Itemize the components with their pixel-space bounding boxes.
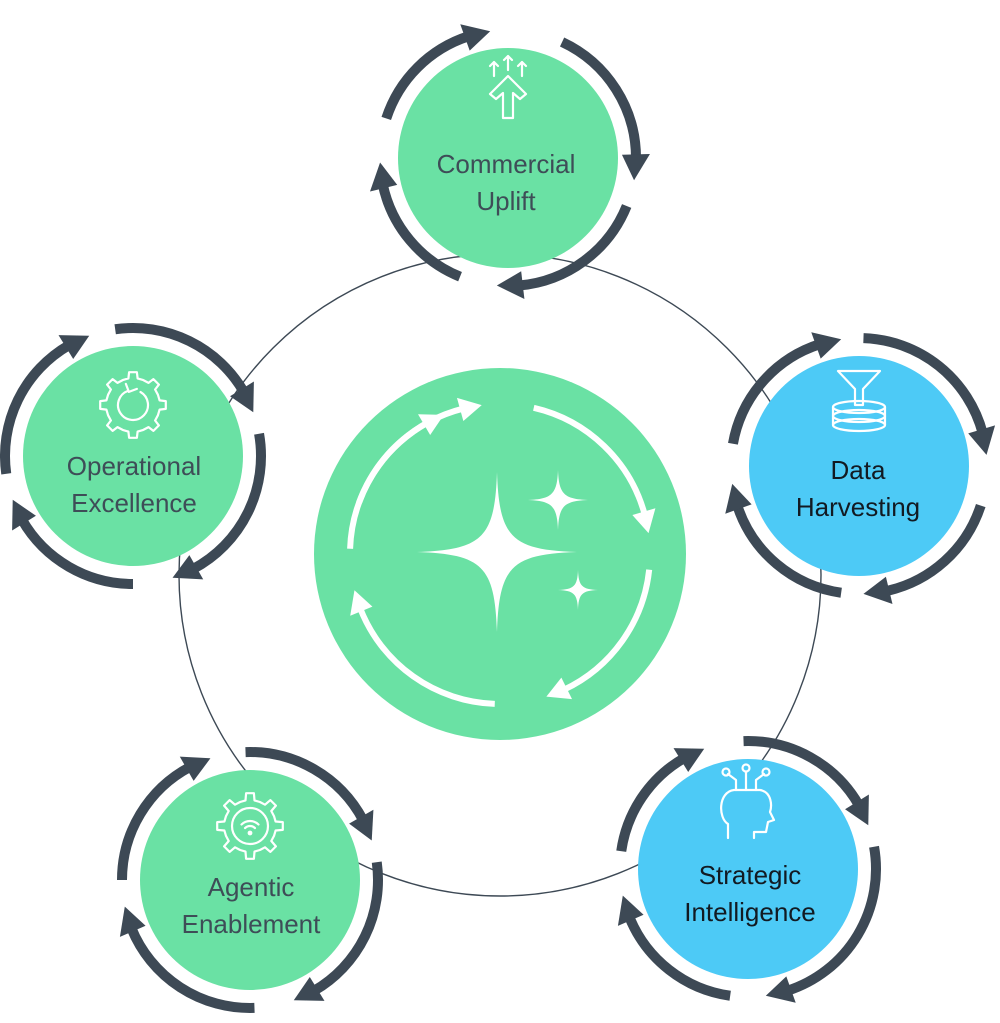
node-agentic-enablement <box>117 747 383 1013</box>
cycle-arrow <box>725 483 842 598</box>
cycle-arrow <box>728 332 842 445</box>
cycle-arrow <box>12 499 134 589</box>
node-label-line: Data <box>830 455 886 485</box>
cycle-arrows-ring <box>725 332 996 604</box>
node-circle <box>23 346 243 566</box>
node-strategic-intelligence <box>616 736 881 1003</box>
cycle-arrow <box>172 432 266 580</box>
cycle-arrow <box>863 333 996 455</box>
cycle-arrow <box>546 569 653 700</box>
node-circle <box>140 770 360 990</box>
upward-arrows-icon <box>488 54 528 120</box>
gear-cycle-icon <box>99 371 167 439</box>
node-operational-excellence <box>0 323 266 589</box>
node-label-line: Harvesting <box>795 492 921 522</box>
center-hub <box>314 368 686 740</box>
node-label-line: Commercial <box>436 149 576 179</box>
cycle-arrow <box>350 590 495 707</box>
node-circle <box>398 48 618 268</box>
sparkle-small-icon <box>558 570 598 610</box>
node-label-data-harvesting: Data Harvesting <box>748 452 968 526</box>
node-layer <box>0 24 996 1013</box>
cycle-arrows-ring <box>370 24 650 300</box>
node-label-line: Strategic <box>698 860 802 890</box>
node-label-line: Agentic <box>207 872 295 902</box>
cycle-arrow <box>616 748 705 852</box>
node-label-line: Operational <box>66 451 202 481</box>
cycle-arrow <box>119 906 255 1013</box>
cycle-arrow <box>381 24 491 121</box>
head-circuit-icon <box>720 763 776 840</box>
cycle-arrow <box>617 895 731 1001</box>
sparkle-cycle-icon <box>347 397 656 707</box>
node-label-strategic-intelligence: Strategic Intelligence <box>640 857 860 931</box>
gear-signal-icon <box>216 792 284 860</box>
cycle-arrow <box>347 414 444 549</box>
cycle-arrows-ring <box>616 736 881 1003</box>
cycle-arrow <box>370 162 462 282</box>
funnel-database-icon <box>831 369 887 433</box>
node-label-agentic-enablement: Agentic Enablement <box>141 869 361 943</box>
cycle-arrow <box>559 37 650 181</box>
cycle-arrow <box>496 204 632 300</box>
cycle-arrow <box>245 747 374 841</box>
node-label-line: Enablement <box>181 909 321 939</box>
node-label-line: Intelligence <box>684 897 816 927</box>
node-label-line: Uplift <box>476 186 536 216</box>
node-label-line: Excellence <box>71 488 197 518</box>
node-label-operational-excellence: Operational Excellence <box>24 448 244 522</box>
cycle-arrow <box>0 335 90 475</box>
node-circle <box>638 759 858 979</box>
cycle-arrow <box>114 323 254 413</box>
node-commercial-uplift <box>370 24 650 300</box>
cycle-arrow <box>743 736 869 826</box>
cycle-arrows-ring <box>117 747 383 1013</box>
cycle-arrow <box>863 503 986 604</box>
node-circle <box>749 356 969 576</box>
cycle-arrow <box>293 861 383 1001</box>
node-data-harvesting <box>725 332 996 604</box>
sparkle-large-icon <box>417 472 577 632</box>
sparkle-medium-icon <box>528 470 588 530</box>
cycle-arrow <box>117 756 211 881</box>
cycle-arrow <box>533 404 656 534</box>
node-label-commercial-uplift: Commercial Uplift <box>396 146 616 220</box>
cycle-arrow <box>765 845 881 1003</box>
cycle-arrows-ring <box>0 323 266 589</box>
